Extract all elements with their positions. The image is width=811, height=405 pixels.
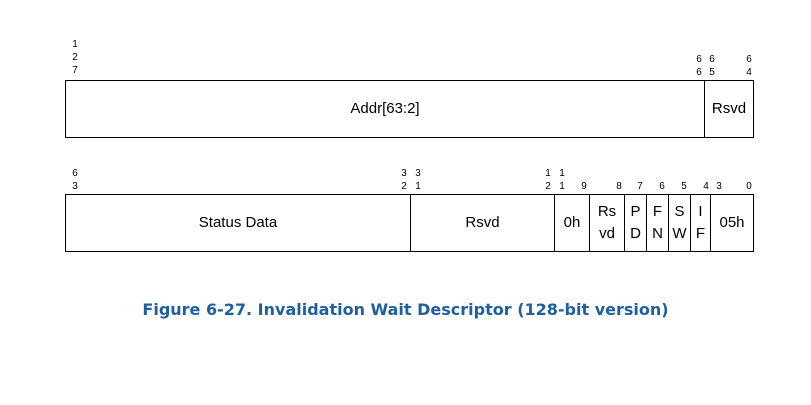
bit-label-8: 8 — [616, 181, 622, 192]
field-fn-top: F — [652, 203, 663, 220]
field-rsvd-lower-label: Rsvd — [465, 214, 500, 231]
field-sw-bottom: W — [672, 225, 687, 242]
field-status-data-label: Status Data — [198, 214, 278, 231]
bit-label-5: 5 — [681, 181, 687, 192]
field-type: 05h — [711, 195, 753, 251]
field-rsvd-lower: Rsvd — [411, 195, 555, 251]
descriptor-row-upper: Addr[63:2] Rsvd — [65, 80, 754, 138]
field-sw-top: S — [674, 203, 685, 220]
field-fn: F N — [647, 195, 669, 251]
field-addr: Addr[63:2] — [66, 81, 705, 137]
bit-label-7: 7 — [637, 181, 643, 192]
figure-caption: Figure 6-27. Invalidation Wait Descripto… — [142, 300, 669, 319]
field-rsvd-small: Rs vd — [590, 195, 625, 251]
bit-label-4: 4 — [703, 181, 709, 192]
field-addr-label: Addr[63:2] — [350, 100, 420, 117]
field-rsvd-small-top: Rs — [597, 203, 617, 220]
field-rsvd-upper-label: Rsvd — [711, 100, 747, 117]
field-rsvd-small-bottom: vd — [599, 225, 615, 242]
field-rsvd-upper: Rsvd — [705, 81, 753, 137]
field-pd-bottom: D — [630, 225, 641, 242]
bit-label-6: 6 — [659, 181, 665, 192]
bit-label-3: 3 — [716, 181, 722, 192]
field-zero-h-label: 0h — [563, 214, 581, 231]
field-sw: S W — [669, 195, 691, 251]
field-type-label: 05h — [719, 214, 745, 231]
field-status-data: Status Data — [66, 195, 411, 251]
field-pd: P D — [625, 195, 647, 251]
field-fn-bottom: N — [652, 225, 663, 242]
field-if-bottom: F — [695, 225, 706, 242]
descriptor-row-lower: Status Data Rsvd 0h Rs vd P D F N S W I … — [65, 194, 754, 252]
bit-label-9: 9 — [581, 181, 587, 192]
field-if: I F — [691, 195, 711, 251]
field-zero-h: 0h — [555, 195, 590, 251]
field-pd-top: P — [630, 203, 641, 220]
field-if-top: I — [698, 203, 703, 220]
bit-label-0: 0 — [746, 181, 752, 192]
